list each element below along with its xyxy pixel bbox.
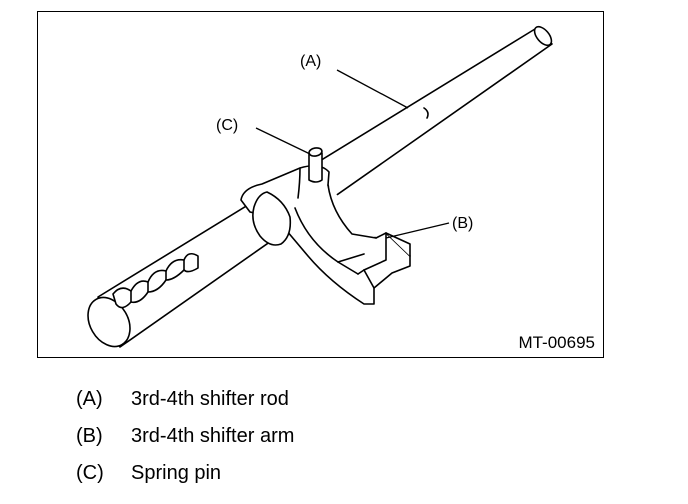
leader-lines xyxy=(255,69,450,239)
leader-line-a xyxy=(336,69,409,109)
figure-id: MT-00695 xyxy=(518,333,595,352)
callout-c: (C) xyxy=(216,117,238,134)
shifter-arm xyxy=(240,164,411,305)
legend-item-b: (B) 3rd-4th shifter arm xyxy=(76,423,294,460)
leader-line-c xyxy=(255,127,311,155)
legend-key: (A) xyxy=(76,388,103,410)
legend-text: Spring pin xyxy=(131,462,222,484)
figure-frame: (A) (C) (B) MT-00695 xyxy=(37,11,604,358)
callout-a: (A) xyxy=(300,53,321,70)
leader-line-b xyxy=(385,222,450,239)
legend-text: 3rd-4th shifter rod xyxy=(131,388,289,410)
spring-pin xyxy=(308,147,323,183)
legend-key: (B) xyxy=(76,425,103,447)
legend-item-a: (A) 3rd-4th shifter rod xyxy=(76,386,294,423)
callout-b: (B) xyxy=(452,215,473,232)
legend-text: 3rd-4th shifter arm xyxy=(131,425,295,447)
legend-item-c: (C) Spring pin xyxy=(76,460,294,497)
rod-detent-grooves xyxy=(112,252,199,309)
legend: (A) 3rd-4th shifter rod (B) 3rd-4th shif… xyxy=(76,386,294,497)
shifter-rod-illustration: (A) (C) (B) xyxy=(87,25,553,348)
legend-key: (C) xyxy=(76,462,104,484)
